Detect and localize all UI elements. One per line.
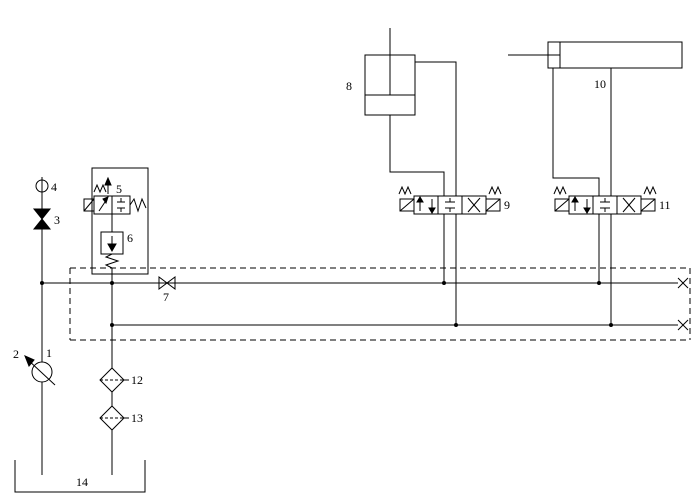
label-7: 7 <box>163 290 169 304</box>
manifold-dashed-boundary <box>69 267 691 341</box>
solenoid-valve-5-symbol <box>83 176 147 215</box>
label-9: 9 <box>504 198 510 212</box>
cylinder-10-symbol <box>508 41 683 69</box>
directional-valve-9-symbol <box>398 185 502 215</box>
label-5: 5 <box>116 182 122 196</box>
diagram-linework <box>14 28 691 493</box>
pump-symbol <box>24 355 56 386</box>
pipe-cylinder8-a <box>389 115 445 196</box>
component-labels: 2 1 3 4 5 6 7 8 9 10 11 12 13 14 <box>13 77 671 489</box>
label-8: 8 <box>346 79 352 93</box>
pipe-cylinder10-a <box>552 68 600 196</box>
throttle-7-symbol <box>158 276 176 290</box>
label-10: 10 <box>594 77 606 91</box>
pressure-gauge-symbol <box>35 177 49 194</box>
label-4: 4 <box>51 180 57 194</box>
relief-valve-6-symbol <box>100 231 124 274</box>
label-14: 14 <box>76 475 88 489</box>
valve-unit-enclosure <box>91 167 149 275</box>
return-line-plug-icon <box>677 319 689 331</box>
label-12: 12 <box>131 373 143 387</box>
label-1: 1 <box>46 346 52 360</box>
label-3: 3 <box>54 213 60 227</box>
label-11: 11 <box>659 198 671 212</box>
pipe-junction-dots <box>40 281 613 327</box>
tank-symbol <box>14 460 146 493</box>
pipe-cylinder8-b <box>415 61 457 196</box>
label-13: 13 <box>131 411 143 425</box>
label-2: 2 <box>13 347 19 361</box>
directional-valve-11-symbol <box>553 185 657 215</box>
label-6: 6 <box>127 231 133 245</box>
pressure-line-plug-icon <box>677 277 689 289</box>
